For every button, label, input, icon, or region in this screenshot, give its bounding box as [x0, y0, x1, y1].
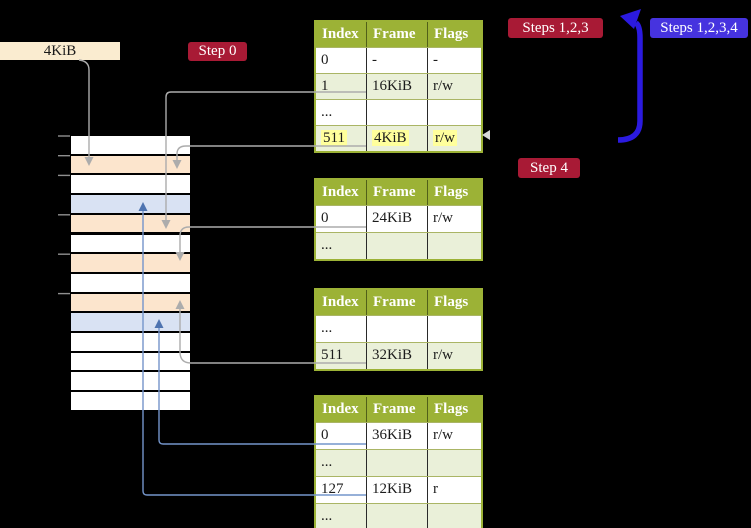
memory-frame-row-12: [71, 372, 190, 391]
table-cell: 32KiB: [366, 343, 427, 369]
page-table-level-4-row-2: ...: [316, 99, 481, 125]
column-header-flags: Flags: [427, 22, 481, 47]
table-cell: [427, 233, 481, 259]
column-header-frame: Frame: [366, 180, 427, 205]
table-cell: [366, 100, 427, 125]
memory-frame-row-4: [71, 214, 190, 233]
column-header-index: Index: [322, 26, 359, 42]
entry511-pointer-icon: [482, 130, 490, 140]
table-cell: -: [366, 48, 427, 73]
table-cell: 16KiB: [366, 74, 427, 99]
memory-frame-row-8: [71, 293, 190, 312]
memory-frame-row-2: [71, 175, 190, 194]
table-cell: [427, 100, 481, 125]
table-cell: 511: [316, 126, 366, 151]
table-cell: ...: [321, 320, 333, 336]
page-table-level-4-row-3: 511 4KiB r/w: [316, 125, 481, 151]
table-cell: ...: [316, 233, 366, 259]
badge-steps-1-2-3-4: Steps 1,2,3,4: [650, 18, 748, 38]
table-cell: 4KiB: [366, 126, 427, 151]
memory-frame-row-3: [71, 195, 190, 213]
table-cell: r/w: [427, 343, 481, 369]
table-cell: 0: [321, 210, 329, 226]
table-cell: [366, 233, 427, 259]
page-table-level-3-row-1: ...: [316, 232, 481, 259]
highlighted-value: r/w: [433, 130, 457, 146]
table-cell: 0: [321, 52, 329, 68]
column-header-frame: Frame: [366, 397, 427, 422]
table-cell: [427, 450, 481, 476]
badge-steps-1-2-3: Steps 1,2,3: [508, 18, 603, 38]
memory-frame-row-11: [71, 352, 190, 371]
column-header-index: Index: [322, 401, 359, 417]
table-cell: ...: [321, 104, 333, 120]
table-cell: [366, 450, 427, 476]
stack-tick-marks: [58, 135, 70, 295]
table-cell: 24KiB: [366, 206, 427, 232]
table-cell: ...: [316, 450, 366, 476]
memory-frame-row-9: [71, 313, 190, 331]
table-cell: r/w: [427, 423, 481, 449]
table-cell: r/w: [427, 206, 481, 232]
memory-frame-row-5: [71, 234, 190, 253]
memory-frame-row-6: [71, 254, 190, 272]
table-cell: 127: [321, 481, 344, 497]
table-cell: [366, 316, 427, 342]
highlighted-value: 4KiB: [372, 130, 409, 146]
column-header-flags: Flags: [427, 290, 481, 315]
table-cell: 1: [316, 74, 366, 99]
table-cell: 36KiB: [366, 423, 427, 449]
memory-frame-row-10: [71, 333, 190, 351]
recursive-loop-arrow: [617, 20, 643, 143]
page-table-level-2-row-0: ...: [316, 315, 481, 342]
memory-frame-row-7: [71, 273, 190, 292]
column-header-flags: Flags: [427, 397, 481, 422]
page-table-level-1-row-1: ...: [316, 449, 481, 476]
page-table-level-1-row-3: ...: [316, 503, 481, 528]
badge-step-4: Step 4: [518, 158, 580, 178]
cr3-frame-label: 4KiB: [0, 42, 120, 60]
table-cell: r/w: [427, 74, 481, 99]
memory-frame-row-0: [71, 136, 190, 154]
memory-stack: [71, 136, 190, 412]
table-cell: 12KiB: [366, 477, 427, 503]
table-cell: [427, 316, 481, 342]
column-header-index: Index: [322, 294, 359, 310]
memory-frame-row-1: [71, 155, 190, 174]
highlighted-value: 511: [321, 130, 347, 146]
memory-frame-row-13: [71, 392, 190, 410]
table-cell: [366, 504, 427, 528]
table-cell: -: [427, 48, 481, 73]
table-cell: 511: [316, 343, 366, 369]
table-cell: ...: [316, 504, 366, 528]
table-cell: 0: [321, 427, 329, 443]
badge-step-0: Step 0: [188, 42, 247, 61]
column-header-index: Index: [322, 184, 359, 200]
column-header-frame: Frame: [366, 290, 427, 315]
table-cell: r/w: [427, 126, 481, 151]
recursive-loop-arrowhead: [620, 9, 641, 29]
page-table-level-4-row-0: 0 --: [316, 47, 481, 73]
table-cell: r: [427, 477, 481, 503]
column-header-flags: Flags: [427, 180, 481, 205]
table-cell: [427, 504, 481, 528]
column-header-frame: Frame: [366, 22, 427, 47]
